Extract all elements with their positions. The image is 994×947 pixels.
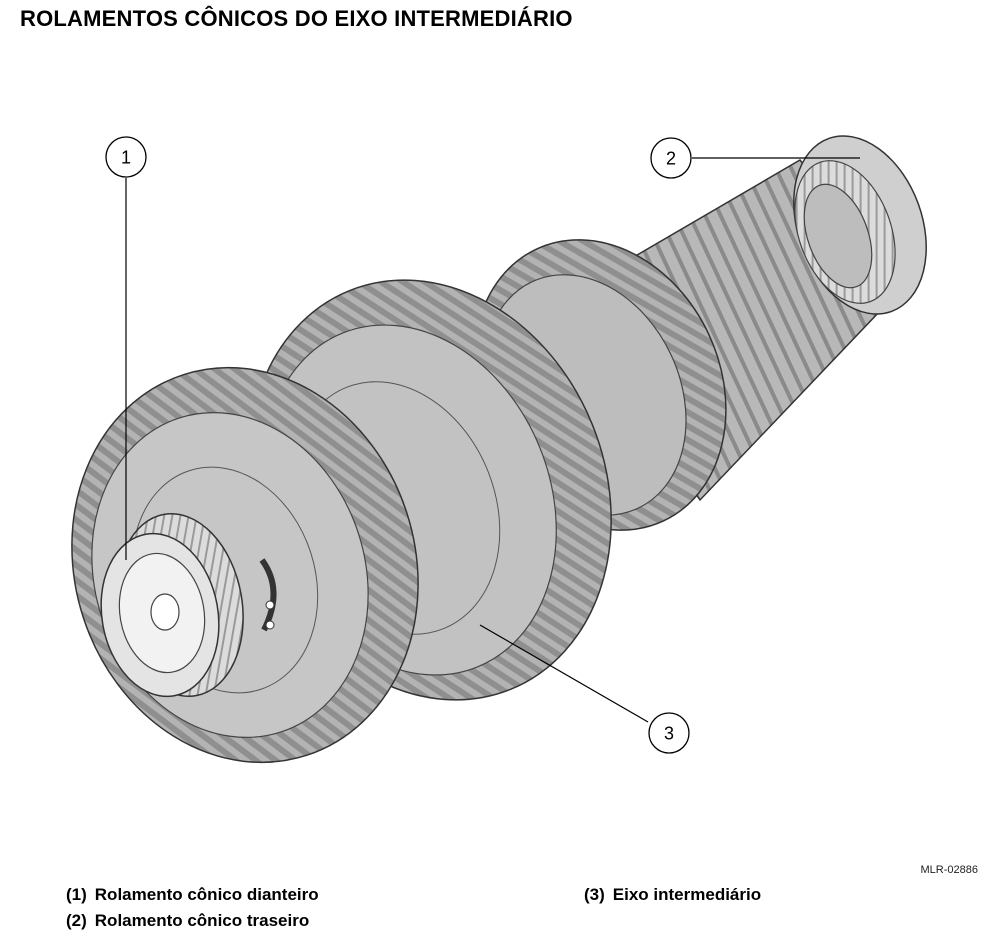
callout-1: 1 bbox=[105, 136, 147, 178]
legend-number: (3) bbox=[584, 885, 605, 904]
legend-number: (1) bbox=[66, 885, 87, 904]
page-title: ROLAMENTOS CÔNICOS DO EIXO INTERMEDIÁRIO bbox=[20, 6, 573, 31]
figure-code: MLR-02886 bbox=[920, 864, 978, 876]
callout-1-number: 1 bbox=[121, 148, 131, 168]
callout-2-number: 2 bbox=[666, 149, 676, 169]
callout-3: 3 bbox=[648, 712, 690, 754]
callout-3-number: 3 bbox=[664, 724, 674, 744]
rear-bearing bbox=[793, 135, 927, 315]
legend-item-front-bearing: (1) Rolamento cônico dianteiro bbox=[66, 885, 319, 905]
legend-number: (2) bbox=[66, 911, 87, 930]
legend-item-rear-bearing: (2) Rolamento cônico traseiro bbox=[66, 911, 309, 931]
legend-label: Rolamento cônico dianteiro bbox=[94, 885, 319, 904]
legend-label: Rolamento cônico traseiro bbox=[94, 911, 310, 930]
legend-item-countershaft: (3) Eixo intermediário bbox=[584, 885, 761, 905]
callout-3-leader bbox=[479, 624, 649, 723]
legend-label: Eixo intermediário bbox=[612, 885, 762, 904]
callout-2: 2 bbox=[650, 137, 692, 179]
countershaft-illustration: 1 2 3 bbox=[71, 135, 927, 764]
front-bearing bbox=[100, 513, 244, 698]
